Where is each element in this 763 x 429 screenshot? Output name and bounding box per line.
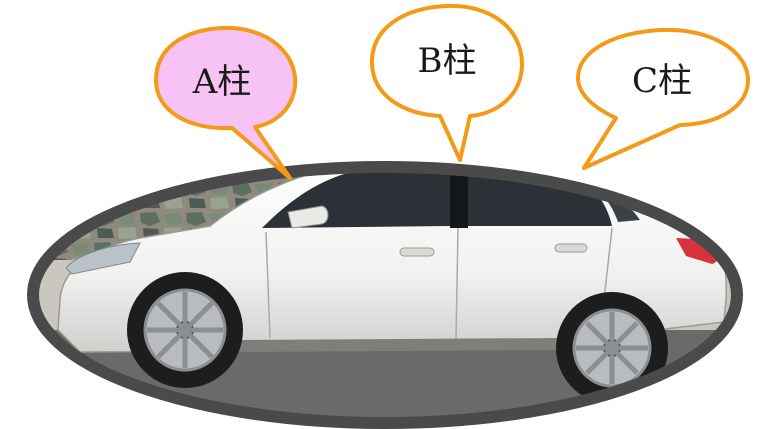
side-skirt [230,338,560,352]
car-photo [33,167,737,423]
c-pillar-callout: C柱 [576,27,750,170]
c-pillar-label: C柱 [632,61,692,101]
front-wheel [127,272,243,388]
rear-door-handle [554,243,588,253]
b-pillar-label: B柱 [418,41,477,81]
b-pillar-callout: B柱 [370,3,524,162]
front-door-handle [399,247,435,257]
rear-wheel [556,292,668,404]
b-pillar-bubble [370,3,524,162]
a-pillar-label: A柱 [192,62,252,102]
side-mirror [287,205,329,229]
a-pillar-bubble [154,25,298,180]
b-pillar [450,167,468,228]
a-pillar-callout: A柱 [154,25,298,180]
oval-frame [27,161,743,429]
c-pillar-bubble [576,27,750,170]
headlight [65,242,141,275]
